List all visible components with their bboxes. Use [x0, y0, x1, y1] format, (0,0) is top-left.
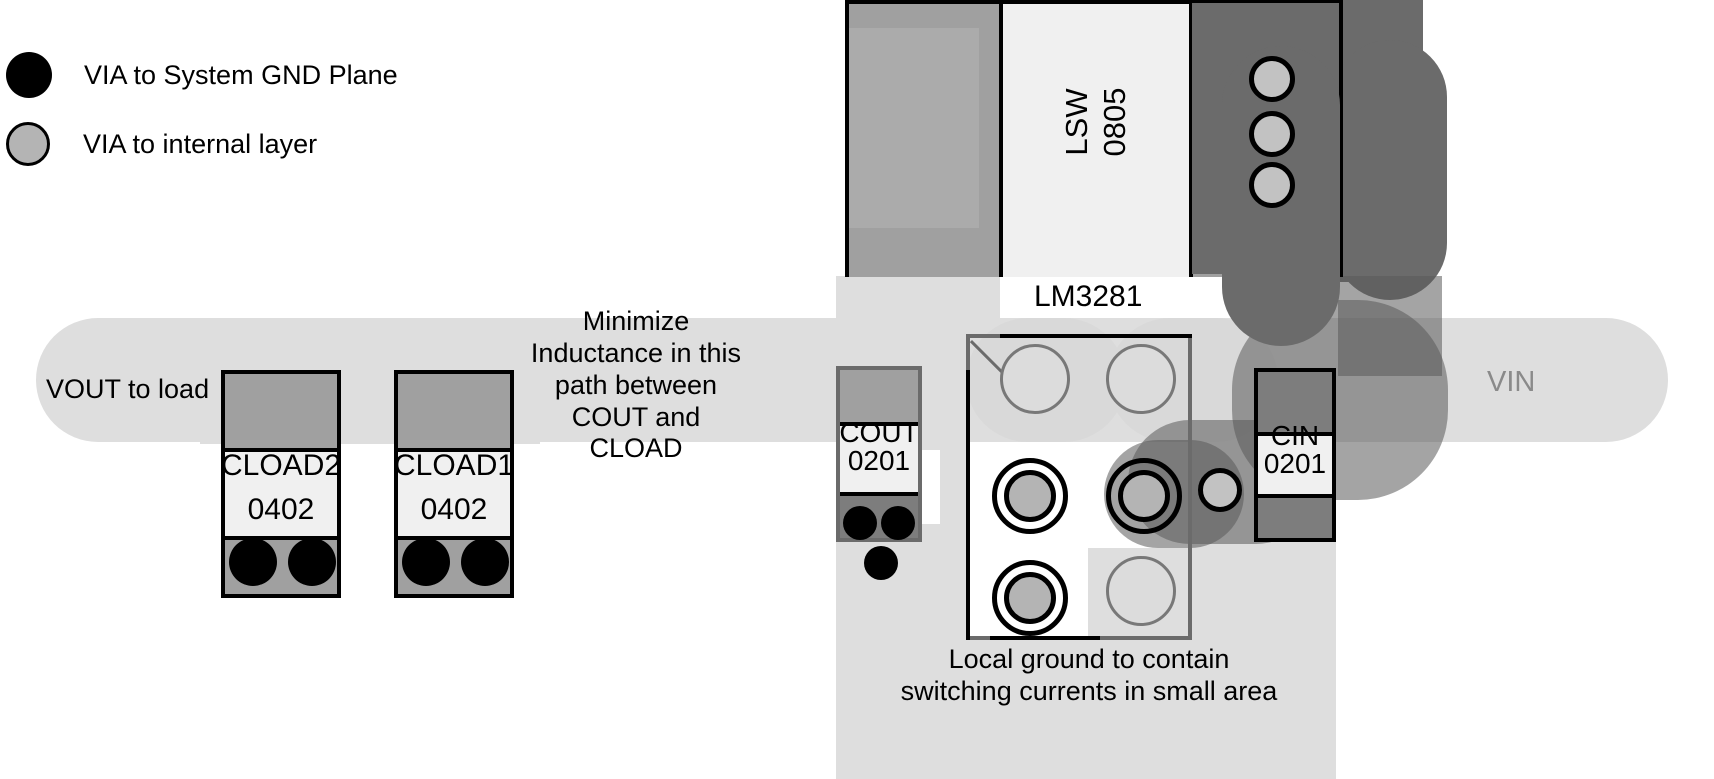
ic-part-label: LM3281 [1034, 280, 1143, 313]
cload1-designator: CLOAD1 [394, 449, 515, 482]
ic-pad-c2 [1106, 556, 1176, 626]
cout-divider-bottom [840, 492, 918, 496]
component-cin [1254, 368, 1336, 542]
inductor-body: LSW 0805 [1003, 4, 1189, 277]
via-gnd-icon [288, 538, 336, 586]
annotation-minimize-inductance: Minimize Inductance in this path between… [530, 306, 742, 464]
legend-item-via-gnd: VIA to System GND Plane [6, 52, 398, 98]
cload1-body [398, 452, 510, 540]
via-internal-icon [1249, 111, 1295, 157]
cload2-body [225, 452, 337, 540]
cout-pad-top [840, 370, 918, 426]
cload2-package: 0402 [247, 493, 315, 526]
cload2-pad-top [225, 374, 337, 452]
cload2-designator: CLOAD2 [221, 449, 342, 482]
via-gnd-icon [881, 506, 915, 540]
cin-body [1258, 436, 1332, 498]
ic-pad-b1-via [1004, 470, 1056, 522]
cin-pad-top [1258, 372, 1332, 436]
cout-designator: COUT [839, 417, 919, 448]
legend-item-label: VIA to internal layer [83, 128, 318, 159]
cin-package: 0201 [1263, 448, 1327, 479]
via-gnd-icon [864, 546, 898, 580]
inductor-designator: LSW [1059, 88, 1094, 156]
cin-divider-bottom [1258, 494, 1332, 498]
component-cout [836, 366, 922, 542]
cload2-divider-bottom [225, 536, 337, 540]
inductor-pad-left-inner [849, 28, 979, 228]
ic-bottom-edge [990, 636, 1100, 640]
via-gnd-icon [229, 538, 277, 586]
annotation-local-ground: Local ground to contain switching curren… [900, 644, 1278, 706]
cload1-divider-top [398, 448, 510, 452]
cin-pad-bottom [1258, 498, 1332, 538]
ic-pad-c1-ring [992, 560, 1068, 636]
ic-pad-a1 [1000, 344, 1070, 414]
ic-pad-a2 [1106, 344, 1176, 414]
cload1-divider-bottom [398, 536, 510, 540]
inductor-package: 0805 [1097, 87, 1132, 157]
via-gnd-icon [461, 538, 509, 586]
via-internal-icon [1249, 56, 1295, 102]
cload1-pad-top [398, 374, 510, 452]
via-internal-icon [6, 122, 50, 166]
legend-item-via-internal: VIA to internal layer [6, 122, 317, 166]
ic-pad-c1-via [1004, 572, 1056, 624]
cin-divider-top [1258, 432, 1332, 436]
inductor-divider-right [1189, 4, 1193, 277]
cin-designator: CIN [1270, 420, 1320, 451]
via-gnd-icon [6, 52, 52, 98]
cout-body [840, 426, 918, 496]
via-gnd-icon [402, 538, 450, 586]
via-internal-icon [1198, 468, 1242, 512]
inductor-divider-left [999, 4, 1003, 277]
cload1-package: 0402 [420, 493, 488, 526]
ic-top-edge [1000, 334, 1192, 338]
cload2-divider-top [225, 448, 337, 452]
ic-pad-b2-ring [1106, 458, 1182, 534]
vin-net-label: VIN [1487, 366, 1536, 398]
ic-pad-b2-via [1118, 470, 1170, 522]
cout-package: 0201 [847, 445, 911, 476]
legend-item-label: VIA to System GND Plane [84, 59, 398, 90]
via-internal-icon [1249, 162, 1295, 208]
sw-trace-via-stack [1333, 40, 1447, 300]
ground-pour-tab [940, 510, 970, 640]
cout-divider-top [840, 422, 918, 426]
ic-pad-b1-ring [992, 458, 1068, 534]
ic-left-edge [966, 370, 970, 640]
via-gnd-icon [843, 506, 877, 540]
vout-net-label: VOUT to load [46, 374, 210, 404]
